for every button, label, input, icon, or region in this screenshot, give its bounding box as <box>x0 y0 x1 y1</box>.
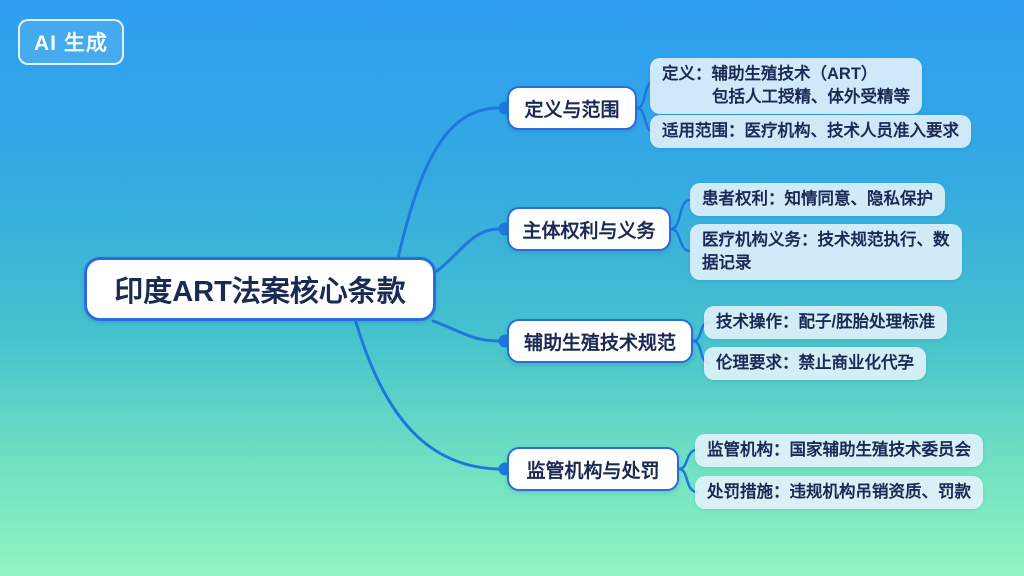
branch-node-regulation-penalties[interactable]: 监管机构与处罚 <box>507 447 679 491</box>
sub-node-institution-duties[interactable]: 医疗机构义务：技术规范执行、数据记录 <box>690 224 962 280</box>
sub-node-definition[interactable]: 定义：辅助生殖技术（ART） 包括人工授精、体外受精等 <box>650 58 922 114</box>
sub-node-line1: 定义：辅助生殖技术（ART） <box>662 65 878 83</box>
root-topic-node[interactable]: 印度ART法案核心条款 <box>84 257 436 321</box>
branch-node-art-tech-standards[interactable]: 辅助生殖技术规范 <box>507 319 693 363</box>
sub-node-ethical-requirements[interactable]: 伦理要求：禁止商业化代孕 <box>704 347 926 380</box>
sub-node-regulatory-body[interactable]: 监管机构：国家辅助生殖技术委员会 <box>695 434 983 467</box>
branch-node-rights-obligations[interactable]: 主体权利与义务 <box>507 207 671 251</box>
edge-root-branch-2 <box>431 319 501 343</box>
sub-node-patient-rights[interactable]: 患者权利：知情同意、隐私保护 <box>690 183 945 216</box>
sub-node-application-scope[interactable]: 适用范围：医疗机构、技术人员准入要求 <box>650 115 971 148</box>
edge-root-branch-1 <box>435 227 501 273</box>
branch-node-definition-scope[interactable]: 定义与范围 <box>507 86 637 130</box>
edge-branch-1-sub-1 <box>669 227 692 253</box>
edge-branch-1-sub-0 <box>669 198 692 231</box>
sub-node-technical-operations[interactable]: 技术操作：配子/胚胎处理标准 <box>704 306 948 339</box>
ai-generated-badge: AI 生成 <box>18 19 124 65</box>
sub-node-line2: 包括人工授精、体外受精等 <box>712 88 910 106</box>
sub-node-penalty-measures[interactable]: 处罚措施：违规机构吊销资质、罚款 <box>695 476 983 509</box>
edge-root-branch-0 <box>396 106 501 260</box>
edge-root-branch-3 <box>354 320 500 471</box>
